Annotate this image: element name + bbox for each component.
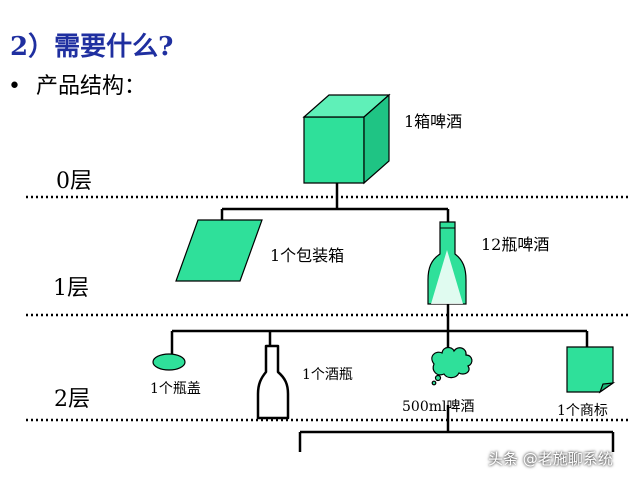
beer-500ml-label: 500ml啤酒 <box>402 399 475 415</box>
page-title: 2）需要什么? <box>10 32 174 62</box>
level-label-0: 0层 <box>56 169 92 194</box>
label-item-label: 1个商标 <box>557 403 608 419</box>
watermark: 头条 @老施聊系统 <box>488 450 613 468</box>
section-heading-text: 产品结构： <box>35 74 146 99</box>
bottle-cap-label: 1个瓶盖 <box>150 381 201 397</box>
connector-lines <box>170 183 615 452</box>
bottle-cap-icon <box>152 353 186 371</box>
bullet-marker: • <box>8 74 21 99</box>
section-heading: • 产品结构： <box>8 68 146 100</box>
empty-bottle-label: 1个酒瓶 <box>302 367 353 383</box>
level-label-1: 1层 <box>53 276 89 301</box>
bottled-beer-label: 12瓶啤酒 <box>481 235 550 254</box>
level-label-2: 2层 <box>54 387 90 412</box>
beer-liquid-cloud-icon <box>431 346 473 386</box>
beer-case-label: 1箱啤酒 <box>404 112 463 131</box>
empty-bottle-icon <box>256 344 290 420</box>
packing-box-icon <box>175 219 263 282</box>
label-note-icon <box>566 346 616 394</box>
beer-case-box-icon <box>302 93 391 185</box>
packing-box-label: 1个包装箱 <box>270 246 345 265</box>
bottled-beer-icon <box>427 221 467 305</box>
